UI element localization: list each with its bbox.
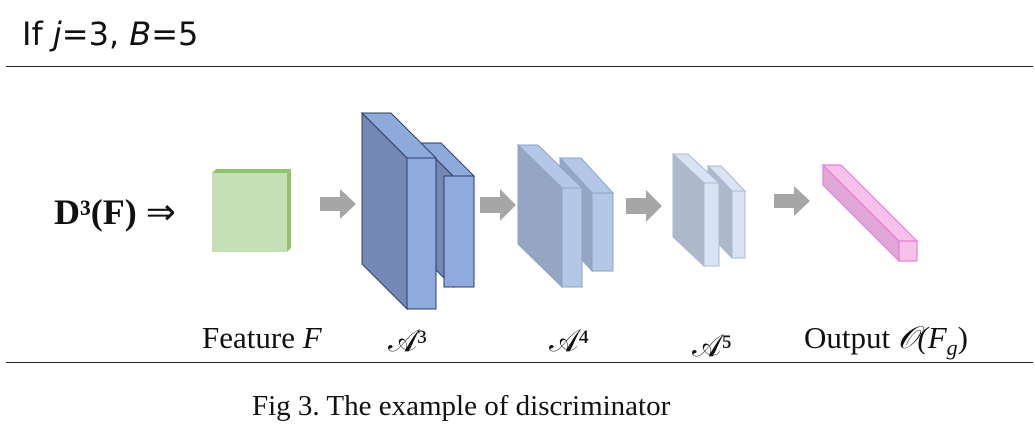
a3-label: 𝒜³ bbox=[388, 323, 427, 358]
output-label: Output 𝒪(Fg) bbox=[804, 320, 968, 361]
top-rule bbox=[6, 66, 1033, 67]
implies-arrow: ⇒ bbox=[145, 192, 176, 232]
discriminator-formula: D³(F) ⇒ bbox=[54, 190, 176, 234]
output-bar bbox=[821, 163, 919, 263]
a5-layer bbox=[671, 152, 747, 268]
figure-caption: Fig 3. The example of discriminator bbox=[252, 390, 671, 422]
a3-layer bbox=[360, 111, 476, 311]
formula-lhs: D³(F) bbox=[54, 192, 137, 232]
flow-arrow-3 bbox=[626, 190, 662, 222]
a4-label: 𝒜⁴ bbox=[549, 323, 590, 358]
a5-label: 𝒜⁵ bbox=[692, 328, 733, 363]
flow-arrow-1 bbox=[320, 189, 356, 219]
feature-block bbox=[212, 169, 291, 252]
condition-heading: If j=3, B=5 bbox=[22, 15, 199, 53]
bottom-rule bbox=[6, 362, 1033, 363]
flow-arrow-4 bbox=[774, 186, 810, 216]
a4-layer bbox=[516, 143, 615, 289]
feature-label: Feature F bbox=[202, 320, 322, 355]
flow-arrow-2 bbox=[480, 189, 516, 221]
